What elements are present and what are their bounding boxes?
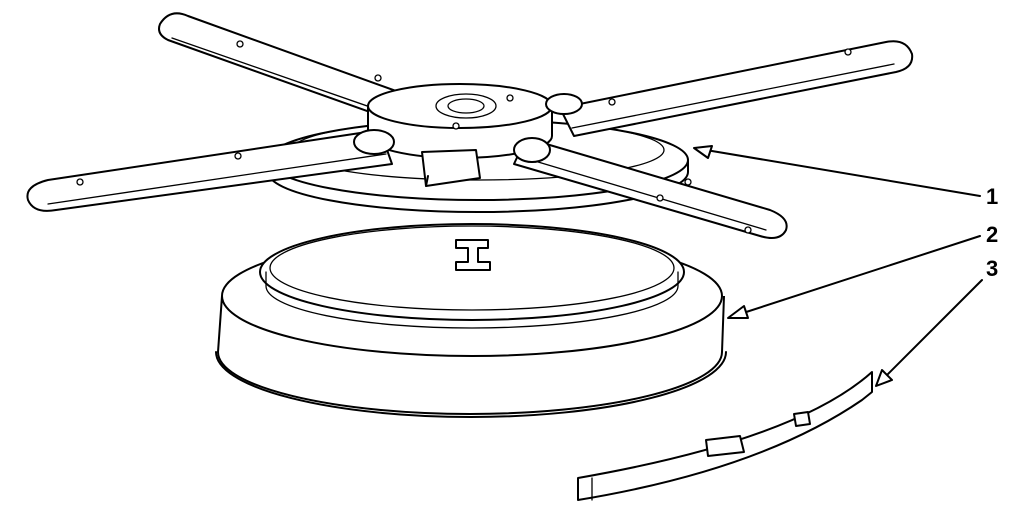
leader-line-3: [883, 279, 983, 379]
spray-arm-back-right: [559, 40, 914, 137]
spray-arm-front-left: [26, 129, 393, 212]
spray-arm-front-right: [513, 137, 788, 239]
spray-arm-assembly: [26, 12, 914, 239]
callout-label-2: 2: [986, 222, 999, 247]
callout-label-1: 1: [986, 184, 999, 209]
leader-arrow-2: [727, 305, 749, 319]
leader-line-2: [739, 235, 981, 315]
leader-arrow-1: [693, 145, 713, 159]
callout-leaders: [693, 145, 983, 387]
leader-line-1: [705, 149, 981, 197]
leader-arrow-3: [875, 369, 893, 387]
spray-arm-hub: [353, 83, 583, 163]
curved-trim-piece: [577, 371, 873, 501]
spray-arm-lock-tab: [421, 149, 481, 187]
callout-label-3: 3: [986, 256, 999, 281]
ring-t-slot: [455, 239, 491, 271]
ring-seal: [215, 223, 727, 418]
